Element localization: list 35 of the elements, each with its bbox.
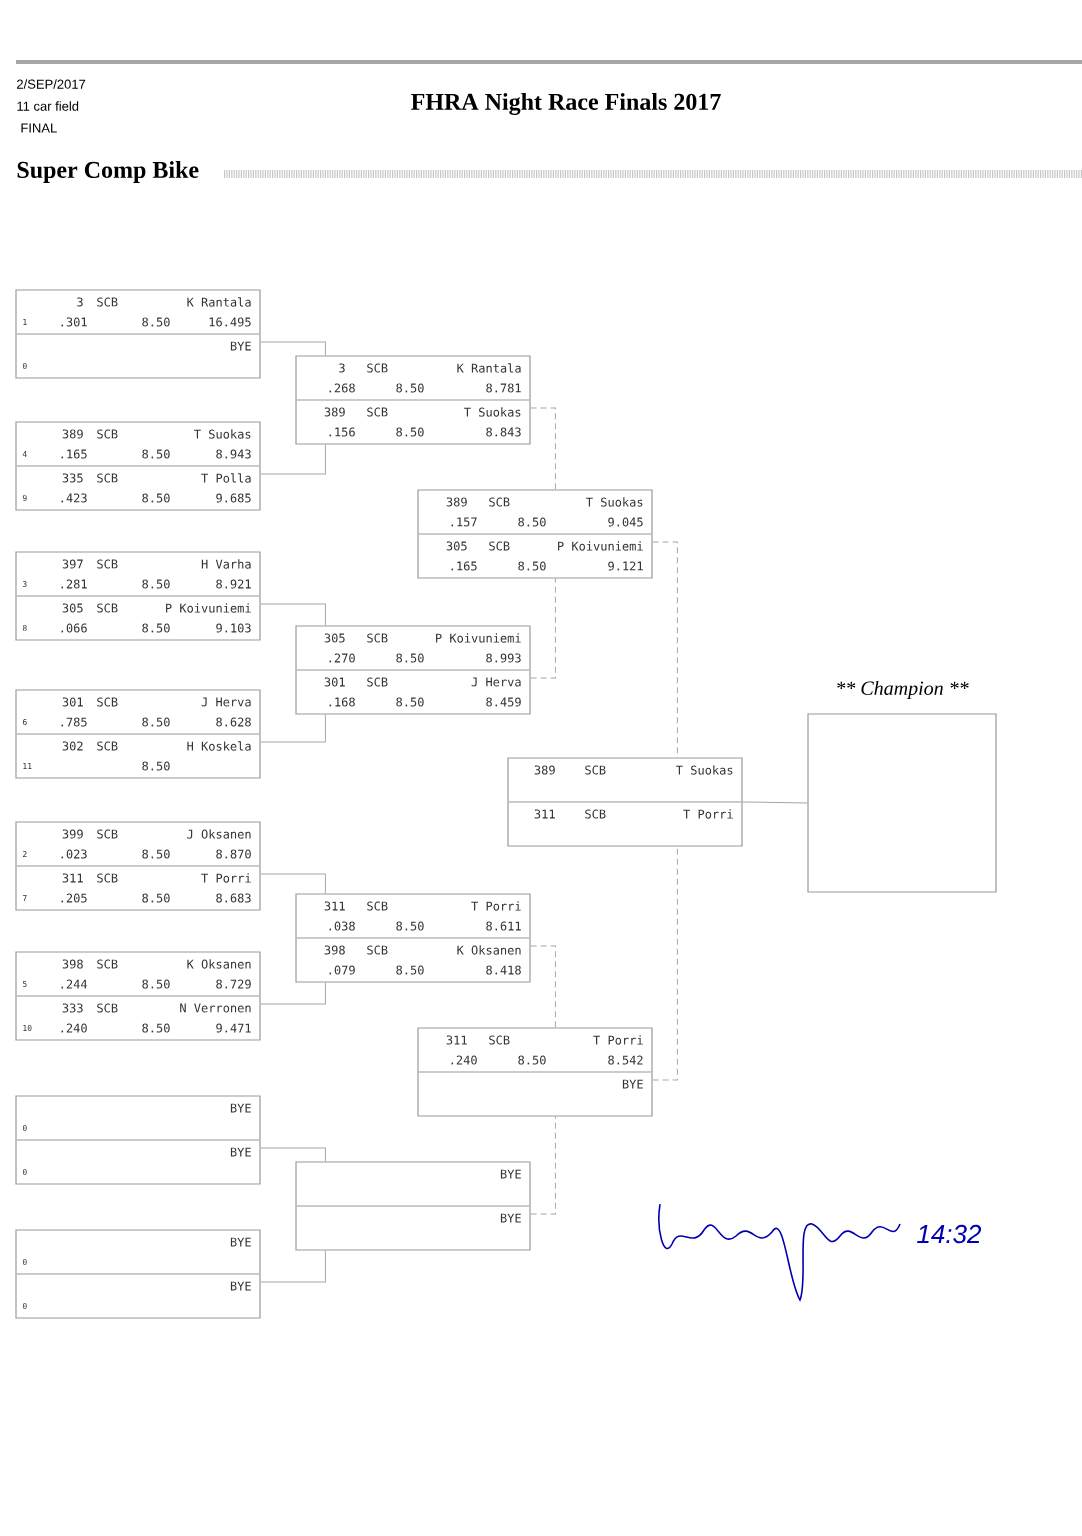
handwritten-time: 14:32 <box>917 1224 982 1244</box>
bracket-line <box>260 444 326 475</box>
bracket-line <box>260 1147 326 1162</box>
bracket-line <box>530 407 556 490</box>
match-box <box>417 1027 653 1117</box>
match-box <box>15 551 261 641</box>
bracket-line <box>260 341 326 356</box>
bracket-line <box>530 578 556 679</box>
bracket-line <box>530 1116 556 1215</box>
match-box <box>295 1161 531 1251</box>
bracket-line <box>530 945 556 1028</box>
bracket-line <box>652 541 678 758</box>
title: FHRA Night Race Finals 2017 <box>411 93 721 115</box>
champion-box: ** Champion ** <box>807 680 997 893</box>
bracket-line <box>742 801 808 804</box>
match-box <box>15 689 261 779</box>
match-box <box>295 893 531 983</box>
bracket-line <box>260 714 326 743</box>
bracket-line <box>260 1250 326 1283</box>
bracket-line <box>260 873 326 894</box>
match-box <box>507 757 743 847</box>
bracket-line <box>260 982 326 1005</box>
bracket-line <box>260 603 326 626</box>
match-box <box>295 355 531 445</box>
match-box <box>295 625 531 715</box>
bracket-line <box>652 846 678 1081</box>
match-box <box>15 421 261 511</box>
match-box <box>15 821 261 911</box>
match-box <box>417 489 653 579</box>
node-label: ** Champion ** <box>837 680 969 700</box>
match-box <box>15 1095 261 1185</box>
match-box <box>15 951 261 1041</box>
match-box <box>15 289 261 379</box>
match-box <box>15 1229 261 1319</box>
class-heading: Super Comp Bike <box>17 161 199 183</box>
